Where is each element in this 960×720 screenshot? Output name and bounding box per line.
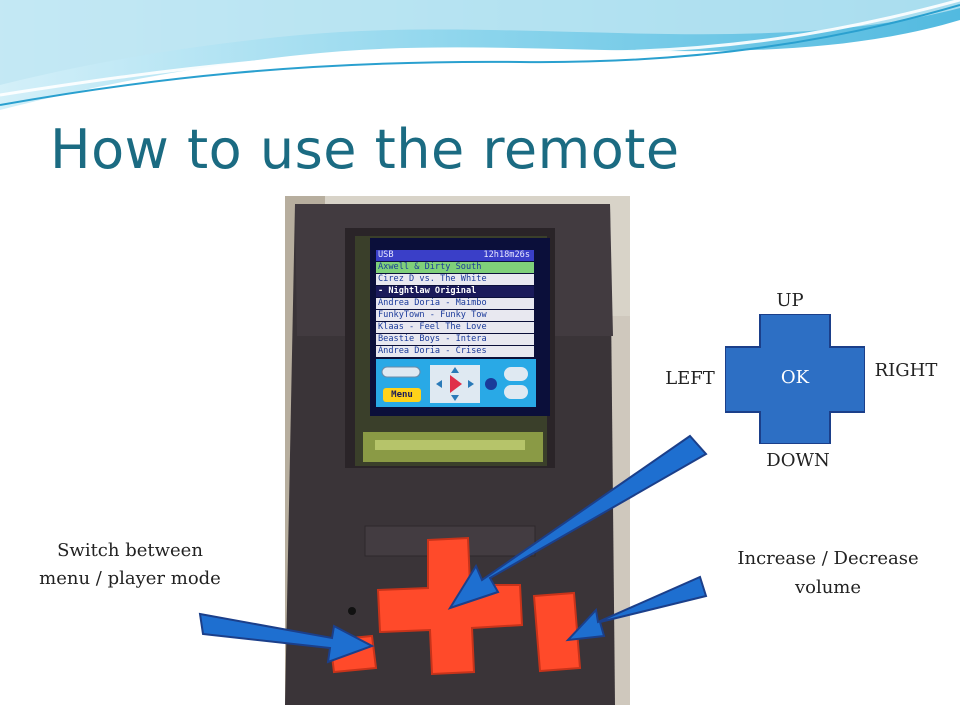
screen-source-label: USB xyxy=(378,250,394,260)
volume-annotation-line2: volume xyxy=(794,577,862,598)
dpad-ok-label: OK xyxy=(780,367,810,388)
track-item: Beastie Boys - Intera xyxy=(376,334,534,345)
volume-annotation-line1: Increase / Decrease xyxy=(737,548,919,569)
header-wave-decoration xyxy=(0,0,960,113)
dpad-diagram-cross xyxy=(725,314,865,444)
screen-header: USB 12h18m26s xyxy=(376,250,534,261)
track-item: Klaas - Feel The Love xyxy=(376,322,534,333)
menu-button-label: Menu xyxy=(383,388,421,402)
device-screen: USB 12h18m26s Axwell & Dirty South Cirez… xyxy=(370,238,550,416)
slide-title: How to use the remote xyxy=(50,118,680,181)
dpad-down-label: DOWN xyxy=(766,450,830,471)
mode-annotation-line2: menu / player mode xyxy=(39,568,221,589)
track-item: Andrea Doria - Maimbo xyxy=(376,298,534,309)
dpad-up-label: UP xyxy=(776,290,804,311)
track-item: - Nightlaw Original xyxy=(376,286,534,297)
track-item: Axwell & Dirty South xyxy=(376,262,534,273)
track-item: FunkyTown - Funky Tow xyxy=(376,310,534,321)
track-item: Andrea Doria - Crises xyxy=(376,346,534,357)
physical-dpad[interactable] xyxy=(376,536,524,676)
screen-time-label: 12h18m26s xyxy=(483,250,530,260)
track-item: Cirez D vs. The White xyxy=(376,274,534,285)
dpad-diagram xyxy=(725,314,865,444)
physical-mode-button[interactable] xyxy=(328,634,378,674)
physical-volume-button[interactable] xyxy=(532,591,582,673)
mode-annotation-line1: Switch between xyxy=(57,540,203,561)
dpad-right-label: RIGHT xyxy=(874,360,938,381)
dpad-left-label: LEFT xyxy=(665,368,715,389)
